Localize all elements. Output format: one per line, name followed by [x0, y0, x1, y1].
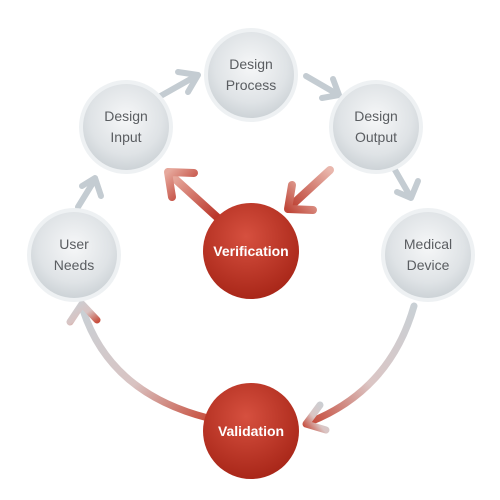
node-user-needs [27, 208, 121, 302]
node-design-input [79, 80, 173, 174]
arrow-validation-to-user-needs [66, 300, 212, 422]
arrow-design-output-to-medical-device [392, 167, 421, 201]
node-design-process [204, 28, 298, 122]
arrow-verification-to-design-output [284, 166, 334, 214]
arrow-design-input-to-process [154, 69, 201, 101]
arrow-user-needs-to-design-input [75, 175, 104, 210]
node-verification [203, 203, 299, 299]
arrow-medical-device-to-validation [302, 302, 418, 434]
node-validation [203, 383, 299, 479]
arrow-verification-to-design-input [164, 168, 222, 222]
arrow-process-to-design-output [303, 73, 342, 101]
node-medical-device [381, 208, 475, 302]
node-design-output [329, 80, 423, 174]
